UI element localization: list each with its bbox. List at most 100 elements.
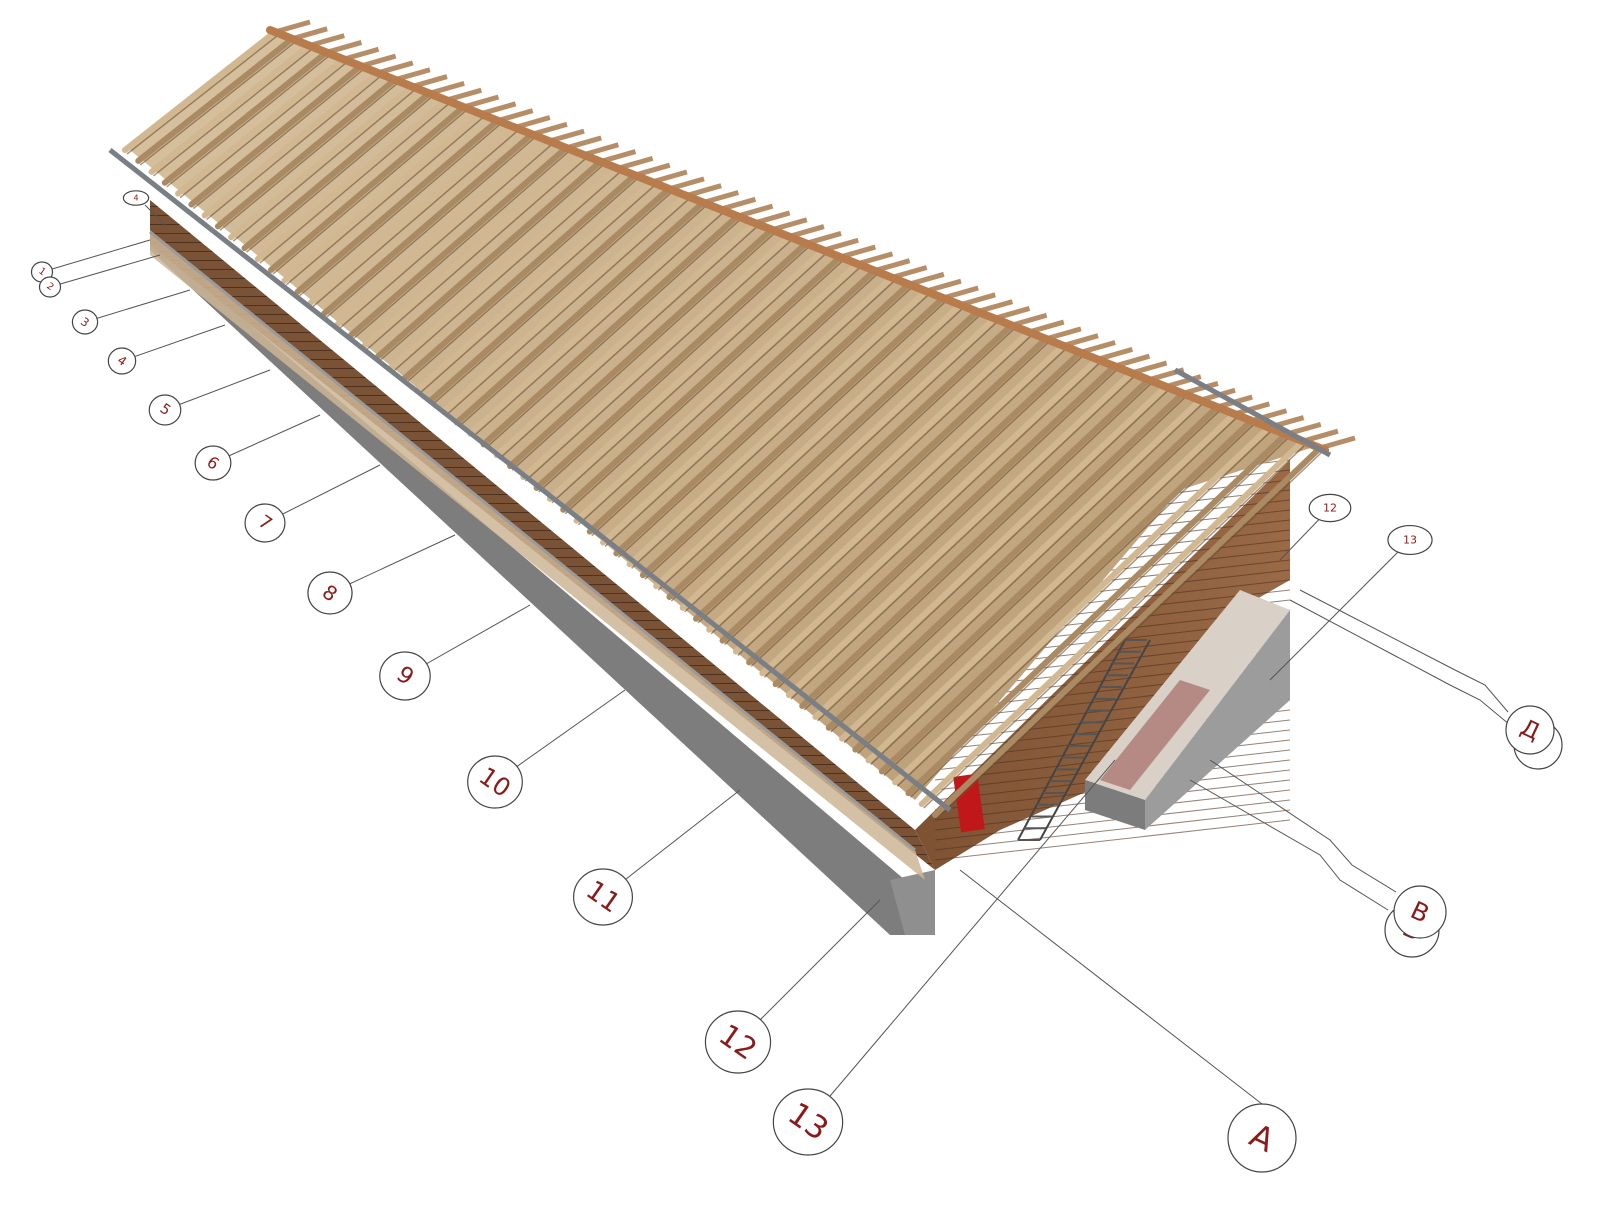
rafter-shadow xyxy=(538,246,809,493)
rafter xyxy=(932,445,1323,818)
rafter xyxy=(520,233,792,481)
rafter-shadow xyxy=(338,144,552,329)
rafter-shadow xyxy=(644,301,946,580)
rafter xyxy=(228,83,416,241)
rafter xyxy=(812,383,1169,720)
rafter-shadow xyxy=(299,124,501,297)
rafter-shadow xyxy=(378,165,603,362)
rafter-shadow xyxy=(418,185,655,395)
axis-bubble-А xyxy=(1227,1103,1297,1173)
rafter xyxy=(560,254,844,513)
axis-bubble-12 xyxy=(704,1010,772,1074)
rafter xyxy=(586,267,878,535)
axis-leader-top-13 xyxy=(1269,539,1411,681)
rafter xyxy=(905,431,1289,797)
rafter-shadow xyxy=(710,335,1032,635)
rafter xyxy=(374,158,604,361)
rafter xyxy=(254,97,450,263)
axis-label-top-12: 12 xyxy=(1323,502,1337,515)
rafter xyxy=(427,185,673,404)
axis-label-2: 2 xyxy=(44,281,55,293)
rafter-shadow xyxy=(883,424,1254,776)
axis-bubble-5 xyxy=(148,394,182,426)
rafter-shadow xyxy=(777,369,1117,689)
axis-leader-12 xyxy=(737,899,881,1043)
rafter-shadow xyxy=(206,76,381,220)
axis-bubble-8 xyxy=(307,571,353,615)
rafter xyxy=(892,424,1272,786)
axis-bubble-В xyxy=(1393,885,1447,939)
rafter-shadow xyxy=(870,417,1237,766)
rafter xyxy=(533,240,810,491)
axis-bubble-top-13 xyxy=(1387,524,1433,556)
gallery-deck xyxy=(150,230,925,880)
rafter-shadow xyxy=(325,137,535,319)
rafter xyxy=(546,247,827,502)
gallery-railing xyxy=(149,230,916,852)
axis-bubble-10 xyxy=(467,755,523,809)
rafter-shadow xyxy=(830,396,1186,733)
axis-label-1: 1 xyxy=(36,266,47,278)
rafter-shadow xyxy=(498,226,758,460)
axis-leader-5 xyxy=(164,369,271,411)
axis-callouts: 1234567891011121341213АБВГД xyxy=(30,190,1563,1173)
side-wall xyxy=(150,200,935,870)
rafter-shadow xyxy=(365,158,586,351)
exterior-stair xyxy=(1017,639,1151,841)
rafter-shadow xyxy=(524,240,792,482)
rafter-shadow xyxy=(750,355,1083,667)
rafter xyxy=(467,206,724,437)
rafter xyxy=(294,117,501,295)
rafter xyxy=(639,294,947,579)
rafter xyxy=(918,438,1306,808)
rafter-shadow xyxy=(803,383,1152,711)
rafter xyxy=(493,219,758,459)
rafter xyxy=(799,376,1152,709)
rafter xyxy=(759,356,1101,677)
rafter xyxy=(135,35,296,164)
eaves-gutter xyxy=(108,148,952,812)
axis-bubble-4 xyxy=(107,347,137,375)
rafter xyxy=(626,288,929,568)
rafter xyxy=(480,213,741,448)
rafter xyxy=(706,329,1032,633)
annex-pit xyxy=(1100,680,1210,790)
rafter-shadow xyxy=(511,233,775,471)
rafter-shadow xyxy=(405,178,638,384)
stair-treads xyxy=(1018,639,1147,841)
rafter xyxy=(852,404,1221,753)
rafter-shadow xyxy=(936,451,1323,820)
foundation-plinth xyxy=(150,240,930,935)
rafter xyxy=(161,49,330,186)
axis-bubble-6 xyxy=(194,445,232,481)
rafter-shadow xyxy=(657,308,963,591)
rafter-shadow xyxy=(285,117,484,286)
rafter-shadow xyxy=(485,219,741,449)
rafter xyxy=(825,390,1186,731)
rafter xyxy=(414,179,655,393)
rafter-shadow xyxy=(923,444,1306,809)
axis-bubble-3 xyxy=(71,309,99,335)
rafters xyxy=(122,19,1356,820)
gable-log xyxy=(934,799,1291,841)
axis-leader-8 xyxy=(329,534,456,594)
rafter xyxy=(746,349,1084,666)
rafter-shadow xyxy=(246,96,432,253)
rafter xyxy=(188,63,364,208)
rafter xyxy=(334,138,553,328)
rafter-shadow xyxy=(153,49,312,177)
rafter xyxy=(214,76,398,230)
rafter xyxy=(307,124,518,306)
rafter-shadow xyxy=(737,349,1066,657)
rafter-shadow xyxy=(458,205,706,428)
rafter-shadow xyxy=(272,110,466,275)
rafter xyxy=(201,69,381,219)
ridge-gutter xyxy=(1173,367,1332,458)
rafter-shadow xyxy=(352,151,569,340)
axis-bubble-2 xyxy=(38,276,62,298)
rafter-shadow xyxy=(763,362,1100,678)
axis-bubble-Д xyxy=(1505,705,1555,755)
axis-leader-top-small xyxy=(144,204,166,226)
rafter-shadow xyxy=(179,62,346,199)
